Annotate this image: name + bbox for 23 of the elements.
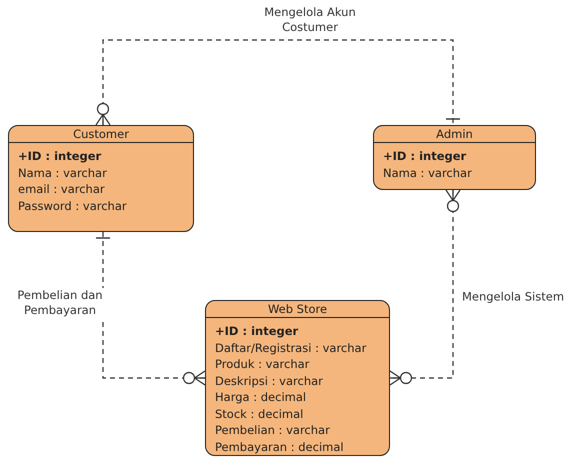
attribute-text: +ID : integer [215, 323, 300, 340]
relationship-line [389, 189, 461, 386]
entity-name: Web Store [206, 301, 389, 318]
attribute-text: +ID : integer [383, 148, 468, 164]
entity-name: Admin [374, 126, 535, 143]
attribute-text: Daftar/Registrasi : varchar [215, 340, 368, 356]
relationship-line [95, 232, 206, 386]
relationship-line [95, 39, 461, 126]
entity-box [8, 125, 194, 232]
attribute-text: email : varchar [18, 181, 106, 198]
attribute-text: Nama : varchar [383, 164, 473, 181]
entity-box [205, 300, 390, 456]
attribute-text: Deskripsi : varchar [215, 372, 324, 389]
entity-name: Customer [9, 126, 193, 143]
attribute-text: Stock : decimal [215, 406, 304, 422]
attribute-text: Produk : varchar [215, 356, 310, 372]
attribute-text: Pembelian : varchar [215, 422, 331, 438]
attribute-text: +ID : integer [18, 148, 102, 164]
entity-box [373, 125, 536, 190]
attribute-text: Harga : decimal [215, 389, 308, 406]
attribute-text: Pembayaran : decimal [215, 438, 345, 455]
attribute-text: Nama : varchar [18, 164, 108, 181]
attribute-text: Password : varchar [18, 198, 128, 214]
